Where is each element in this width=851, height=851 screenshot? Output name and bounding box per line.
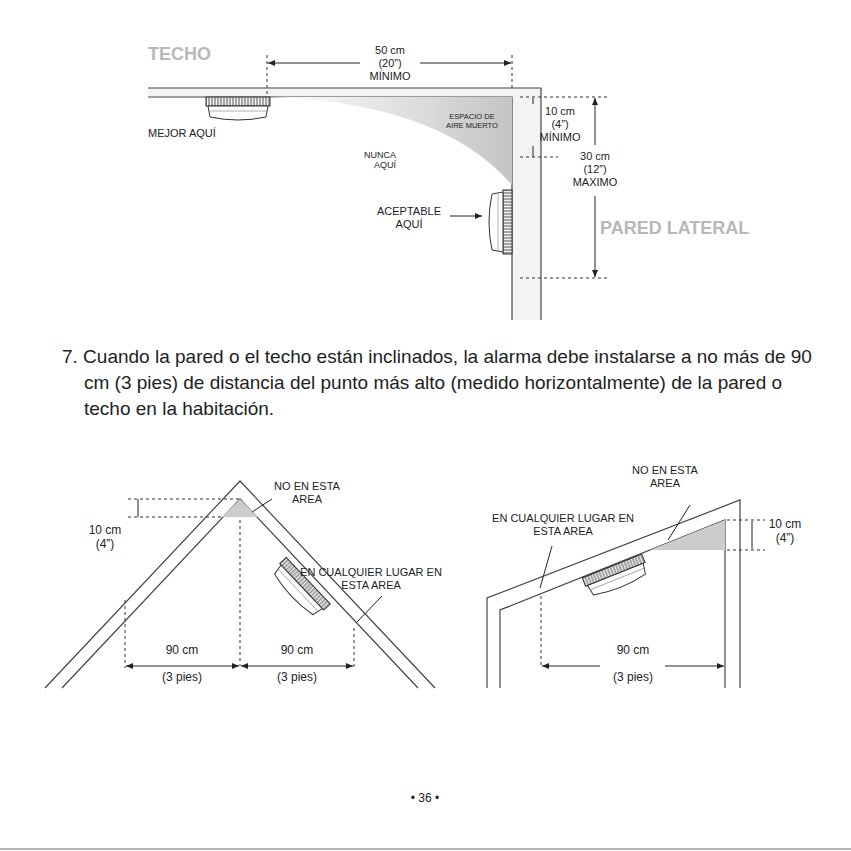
position-label: ACEPTABLE AQUÍ [372,205,446,230]
zone-label: EN CUALQUIER LUGAR EN ESTA AREA [488,512,638,537]
zone-label: NO EN ESTA AREA [620,464,710,489]
dimension: (3 pies) [598,671,668,685]
wall-label: PARED LATERAL [600,218,770,239]
dimension: (12”) [570,163,620,176]
dimension: (4”) [760,532,810,546]
zone-label: EN CUALQUIER LUGAR EN ESTA AREA [296,566,446,591]
dimension: 10 cm [760,518,810,532]
zone-label: NO EN ESTA AREA [262,480,352,505]
dimension: 50 cm [350,44,430,57]
page-rule [0,849,851,850]
top-room [148,55,610,320]
dimension: 90 cm [262,644,332,658]
dimension: (20”) [350,57,430,70]
ceiling-label: TECHO [148,44,238,65]
sloped-room [487,500,765,688]
dimension: (3 pies) [147,671,217,685]
dimension: (4”) [80,538,130,552]
instruction-text: 7. Cuando la pared o el techo están incl… [62,344,832,422]
position-label: MEJOR AQUÍ [148,127,238,140]
dimension: MÍNIMO [538,131,582,144]
zone-label: ESPACIO DE AIRE MUERTO [440,113,504,130]
dimension: MÍNIMO [350,70,430,83]
zone-label: NUNCA AQUÍ [352,150,396,171]
dimension: 90 cm [598,644,668,658]
dimension: 90 cm [147,644,217,658]
dimension: (4”) [538,118,582,131]
dimension: 10 cm [80,524,130,538]
dimension: 30 cm [570,150,620,163]
dimension: (3 pies) [262,671,332,685]
page-number: • 36 • [375,792,475,806]
dimension: MAXIMO [570,176,620,189]
dimension: 10 cm [538,105,582,118]
